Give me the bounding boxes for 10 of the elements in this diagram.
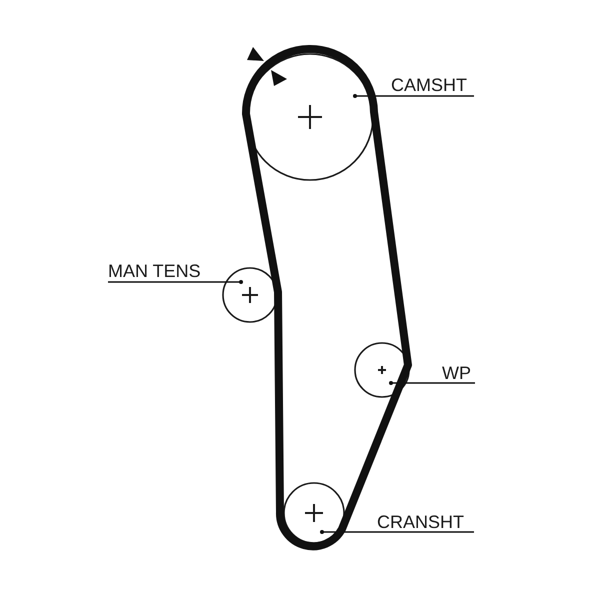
leader-line [108,280,243,284]
part-label: CAMSHT [391,76,474,96]
leader-line [320,530,474,534]
leader-line [353,94,474,98]
pulley-drawing [353,341,411,399]
pulley-drawing [282,481,346,545]
part-label: CRANSHT [377,513,474,532]
part-label: MAN TENS [108,262,212,282]
part-label: WP [442,364,475,383]
leader-line [389,381,475,385]
